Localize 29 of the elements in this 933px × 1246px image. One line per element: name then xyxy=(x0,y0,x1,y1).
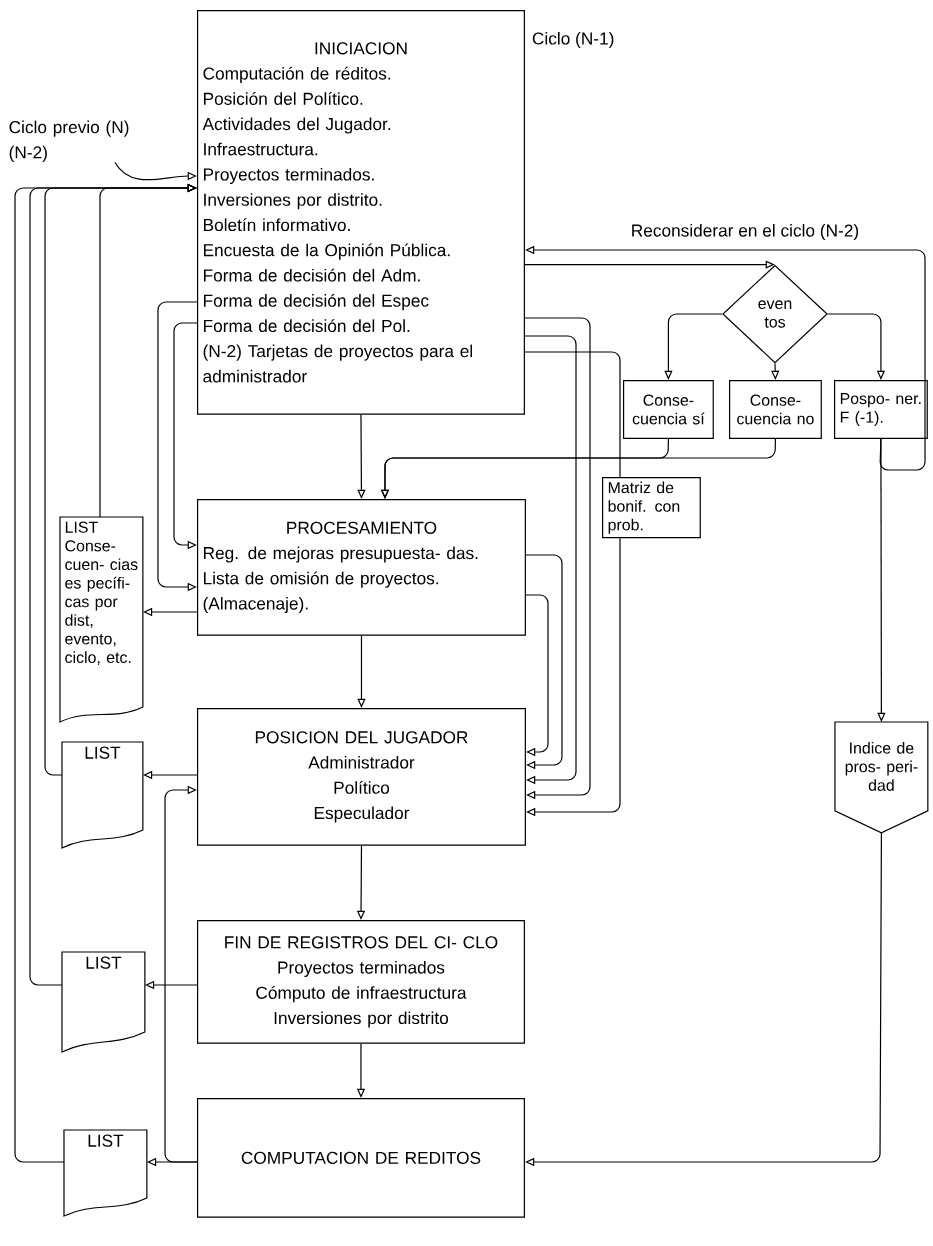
arrow xyxy=(525,832,882,1167)
arrow xyxy=(525,554,563,770)
arrow xyxy=(771,362,780,380)
process-box: INICIACION Computación de réditos. Posición del Político. Actividades del Jugador. Infraestructura. Proyectos terminados. Inversiones por distrito. Boletín informativo. Encuesta de la Opinión Pública. Forma de decisión del Adm. Forma de decisión del Espec Forma de decisión del Pol. (N-2) Tarjetas de proyectos para el administrador xyxy=(197,10,525,415)
process-box: Conse- cuencia no xyxy=(729,380,822,439)
connector-line xyxy=(524,351,621,478)
arrow xyxy=(14,183,197,1163)
arrow xyxy=(524,335,577,785)
arrow xyxy=(526,537,621,817)
process-box: Pospo- ner. F (-1). xyxy=(834,380,928,439)
arrow xyxy=(524,260,775,269)
process-box: Matriz de bonif. con prob. xyxy=(602,476,701,539)
annotation-text: Ciclo previo (N) (N-2) xyxy=(9,120,129,162)
process-box: FIN DE REGISTROS DEL CI- CLO Proyectos terminados Cómputo de infraestructura Inversiones por distrito xyxy=(197,920,525,1044)
arrow xyxy=(827,313,886,380)
arrow xyxy=(164,785,198,1163)
edge-label: Reconsiderar en el ciclo (N-2) xyxy=(629,222,861,242)
arrow xyxy=(357,635,366,708)
arrow xyxy=(664,313,723,380)
process-box: COMPUTACION DE REDITOS xyxy=(197,1098,525,1218)
arrow xyxy=(524,317,591,800)
arrow xyxy=(114,161,197,181)
process-box: PROCESAMIENTO Reg. de mejoras presupuesta- das. Lista de omisión de proyectos. (Almacenaje). xyxy=(197,499,526,636)
arrow xyxy=(525,594,549,757)
arrow xyxy=(357,414,366,499)
arrow xyxy=(877,438,886,722)
process-box: Conse- cuencia sí xyxy=(623,380,714,439)
off-page-connector: Indice de pros- peri- dad xyxy=(834,721,929,834)
process-box: POSICION DEL JUGADOR Administrador Político Especulador xyxy=(197,708,526,846)
